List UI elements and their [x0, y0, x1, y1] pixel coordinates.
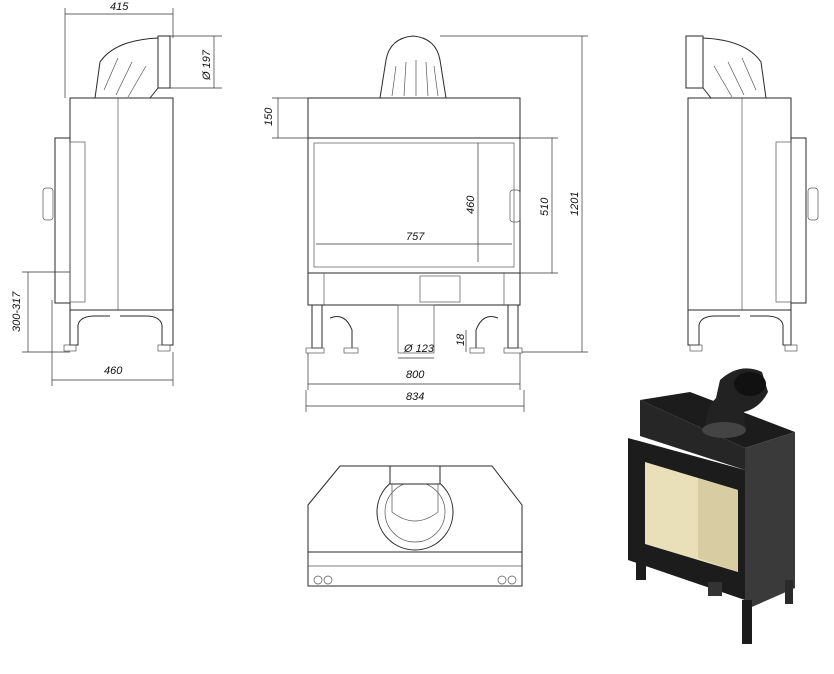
left-door-frame — [54, 137, 71, 304]
front-door-handle — [509, 189, 521, 223]
top-view — [307, 465, 523, 587]
right-door-frame — [790, 137, 807, 304]
left-side-view: 415 Ø 197 460 300-317 — [11, 1, 222, 386]
right-door-handle — [807, 187, 819, 221]
dim-door-height: 510 — [539, 197, 551, 216]
front-flue-dome — [379, 35, 447, 99]
front-leg-right — [507, 305, 519, 349]
front-door — [307, 137, 521, 274]
top-flue-pipe — [389, 465, 441, 485]
dim-total-height: 1201 — [569, 192, 581, 216]
left-leg-back — [120, 310, 174, 346]
front-view: 150 460 757 510 1201 Ø 123 18 800 834 — [263, 35, 588, 412]
dim-top-height: 150 — [263, 107, 275, 126]
dim-foot-height: 18 — [455, 333, 467, 346]
dim-inner-width: 800 — [406, 369, 425, 381]
right-flue-elbow — [702, 37, 767, 99]
dim-air-inlet: Ø 123 — [403, 343, 435, 355]
left-door-handle — [42, 187, 54, 221]
front-top-box — [307, 97, 521, 139]
top-front-rail — [307, 551, 523, 587]
front-ashpan — [307, 272, 521, 306]
dim-total-width: 834 — [406, 391, 424, 403]
front-air-inlet — [397, 304, 435, 354]
right-body — [687, 97, 792, 311]
right-side-view — [685, 35, 819, 352]
dim-side-width: 460 — [104, 365, 123, 377]
left-body — [69, 97, 174, 311]
dim-flue-outlet: Ø 197 — [201, 49, 213, 81]
dim-leg-height: 300-317 — [11, 291, 23, 332]
fireplace-3d-render — [628, 368, 795, 644]
dim-glass-width: 757 — [406, 231, 425, 243]
front-leg-left — [311, 305, 323, 349]
front-glass — [313, 142, 515, 268]
left-leg-front — [69, 310, 110, 346]
dim-side-depth: 415 — [110, 1, 129, 13]
dim-glass-height: 460 — [465, 195, 477, 214]
